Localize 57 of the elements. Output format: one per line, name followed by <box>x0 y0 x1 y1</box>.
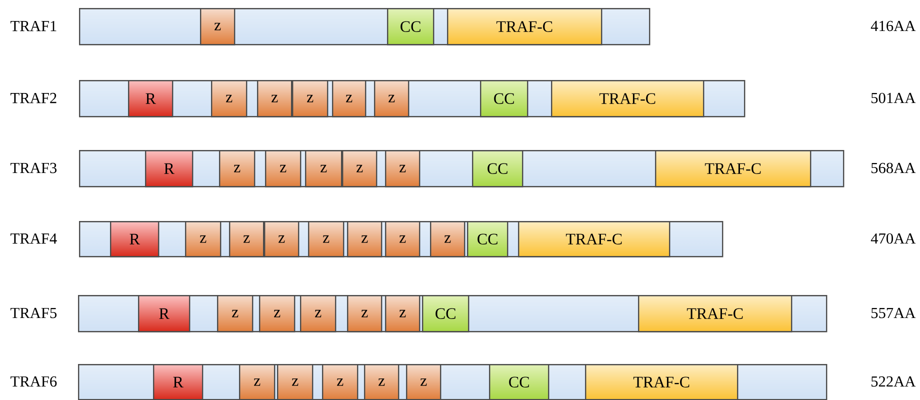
ring-domain: R <box>138 295 190 332</box>
zinc-finger-domain: z <box>364 364 400 400</box>
zinc-finger-domain: z <box>185 221 222 258</box>
coiled-coil-domain: CC <box>422 295 470 332</box>
protein-name: TRAF5 <box>10 308 57 318</box>
zinc-finger-domain: z <box>347 221 382 258</box>
zinc-finger-domain: z <box>385 221 420 258</box>
protein-name: TRAF6 <box>10 376 57 387</box>
zinc-finger-domain: z <box>342 150 378 188</box>
coiled-coil-domain: CC <box>387 8 434 46</box>
length-label: 416AA <box>870 20 916 32</box>
zinc-finger-domain: z <box>257 80 292 118</box>
ring-domain: R <box>128 80 174 118</box>
length-label: 522AA <box>872 376 916 387</box>
zinc-finger-domain: z <box>292 80 328 118</box>
protein-name: TRAF4 <box>10 233 57 244</box>
zinc-finger-domain: z <box>305 150 342 188</box>
zinc-finger-domain: z <box>200 8 236 46</box>
zinc-finger-domain: z <box>430 221 466 258</box>
coiled-coil-domain: CC <box>472 150 524 188</box>
traf-c-domain: TRAF-C <box>518 221 670 258</box>
zinc-finger-domain: z <box>332 80 366 118</box>
length-label: 557AA <box>872 308 916 318</box>
zinc-finger-domain: z <box>300 295 336 332</box>
zinc-finger-domain: z <box>322 364 358 400</box>
protein-name: TRAF3 <box>10 162 57 174</box>
zinc-finger-domain: z <box>374 80 410 118</box>
coiled-coil-domain: CC <box>467 221 508 258</box>
zinc-finger-domain: z <box>277 364 314 400</box>
zinc-finger-domain: z <box>239 364 276 400</box>
coiled-coil-domain: CC <box>480 80 528 118</box>
protein-name: TRAF1 <box>10 20 56 32</box>
ring-domain: R <box>145 150 194 188</box>
length-label: 501AA <box>872 92 916 104</box>
coiled-coil-domain: CC <box>489 364 550 400</box>
length-label: 568AA <box>872 162 916 174</box>
ring-domain: R <box>110 221 160 258</box>
traf-c-domain: TRAF-C <box>585 364 738 400</box>
protein-name: TRAF2 <box>10 92 56 104</box>
traf-c-domain: TRAF-C <box>551 80 704 118</box>
traf-c-domain: TRAF-C <box>655 150 812 188</box>
zinc-finger-domain: z <box>265 150 302 188</box>
zinc-finger-domain: z <box>347 295 382 332</box>
zinc-finger-domain: z <box>229 221 264 258</box>
zinc-finger-domain: z <box>264 221 300 258</box>
zinc-finger-domain: z <box>385 150 420 188</box>
zinc-finger-domain: z <box>219 150 256 188</box>
zinc-finger-domain: z <box>385 295 420 332</box>
zinc-finger-domain: z <box>406 364 442 400</box>
zinc-finger-domain: z <box>308 221 344 258</box>
zinc-finger-domain: z <box>217 295 254 332</box>
ring-domain: R <box>153 364 204 400</box>
length-label: 470AA <box>870 233 916 244</box>
traf-c-domain: TRAF-C <box>638 295 792 332</box>
zinc-finger-domain: z <box>259 295 296 332</box>
zinc-finger-domain: z <box>211 80 248 118</box>
traf-c-domain: TRAF-C <box>447 8 602 46</box>
